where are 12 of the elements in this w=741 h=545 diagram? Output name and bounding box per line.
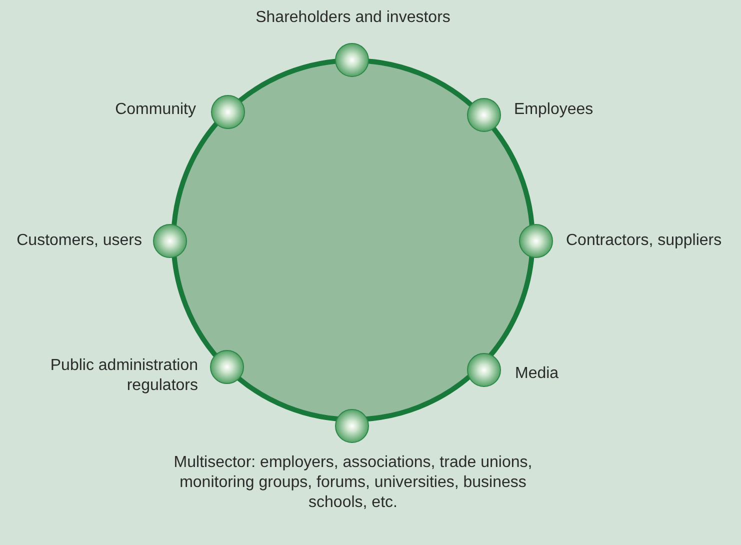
stakeholder-marker [335,43,369,77]
stakeholder-label: Contractors, suppliers [566,231,723,251]
stakeholder-marker [153,224,187,258]
stakeholder-marker [335,409,369,443]
stakeholder-label: Public administration regulators [49,356,198,396]
stakeholder-label: Community [114,100,196,120]
stakeholder-label: Customers, users [16,231,142,251]
stakeholder-label: Shareholders and investors [254,8,452,28]
stakeholder-label: Multisector: employers, associations, trade unions, monitoring groups, forums, universities, business schools, etc. [172,453,534,513]
stakeholder-label: Employees [514,100,594,120]
stakeholder-label: Media [515,364,560,384]
stakeholder-marker [519,224,553,258]
